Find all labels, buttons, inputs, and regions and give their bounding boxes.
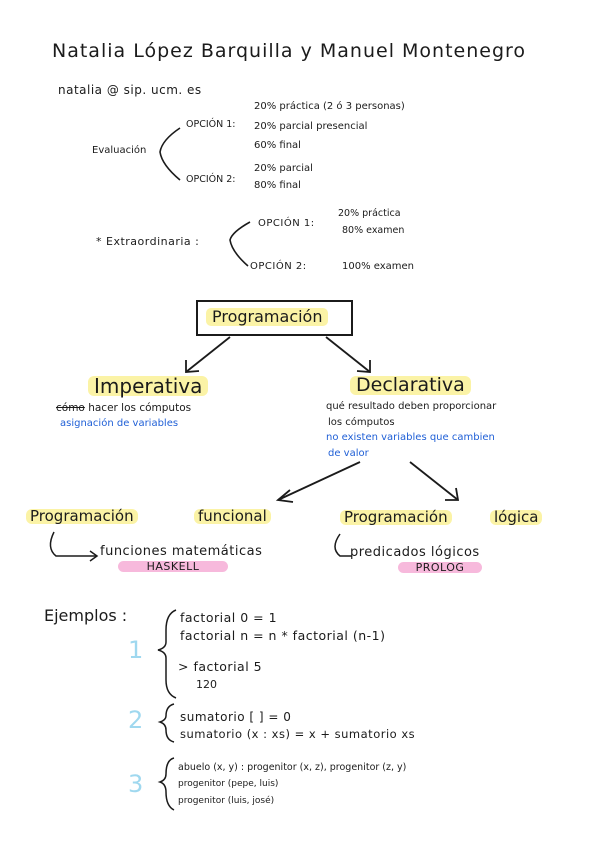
evaluacion-opcion1-label: OPCIÓN 1: (186, 119, 236, 130)
declarativa-desc-line1: qué resultado deben proporcionar (326, 401, 497, 412)
brace-ejemplo-2 (157, 703, 175, 743)
hook-arrowhead-funcional (89, 550, 99, 562)
arrow-declarativa (325, 336, 371, 373)
evaluacion-opcion2-item: 80% final (254, 180, 301, 191)
programacion-title: Programación (206, 308, 329, 326)
evaluacion-brace (159, 127, 181, 181)
arrowhead-funcional (275, 489, 294, 503)
ejemplo-2-number: 2 (128, 706, 144, 734)
ejemplo-1-line: factorial 0 = 1 (180, 610, 278, 625)
ejemplo-2-line: sumatorio (x : xs) = x + sumatorio xs (180, 727, 416, 741)
ejemplo-3-line: abuelo (x, y) : progenitor (x, z), proge… (178, 762, 407, 773)
email: natalia @ sip. ucm. es (58, 83, 202, 97)
arrow-funcional (277, 461, 361, 501)
haskell-label: HASKELL (118, 561, 228, 572)
ejemplo-1-line: > factorial 5 (178, 659, 263, 674)
ejemplo-3-line: progenitor (luis, josé) (178, 796, 275, 806)
arrowhead-logica (445, 487, 460, 501)
evaluacion-label: Evaluación (92, 145, 147, 156)
evaluacion-opcion1-item: 20% parcial presencial (254, 121, 368, 132)
arrow-logica (409, 461, 459, 501)
arrowhead-declarativa (356, 360, 371, 373)
ejemplo-1-line: factorial n = n * factorial (n-1) (180, 628, 386, 643)
ejemplo-3-line: progenitor (pepe, luis) (178, 779, 279, 789)
ejemplo-2-line: sumatorio [ ] = 0 (180, 710, 292, 724)
extraordinaria-opcion2-value: 100% examen (342, 261, 415, 272)
imperativa-title: Imperativa (88, 376, 209, 396)
imperativa-desc: cómo hacer los cómputos (56, 403, 191, 414)
arrowhead-imperativa (185, 360, 200, 373)
hook-arrow-funcional (49, 531, 96, 557)
programacion-box (196, 300, 353, 336)
logica-word1: Programación (340, 510, 452, 525)
extraordinaria-opcion1-item: 20% práctica (338, 208, 401, 219)
extraordinaria-brace (229, 221, 251, 267)
ejemplo-1-number: 1 (128, 636, 144, 664)
declarativa-title: Declarativa (350, 376, 471, 395)
evaluacion-opcion2-label: OPCIÓN 2: (186, 174, 236, 185)
imperativa-desc-rest: hacer los cómputos (88, 402, 192, 414)
hook-arrow-logica (334, 533, 352, 557)
declarativa-desc-line2: los cómputos (328, 417, 395, 428)
declarativa-blue-line2: de valor (328, 448, 369, 459)
evaluacion-opcion1-item: 20% práctica (2 ó 3 personas) (254, 101, 405, 112)
logica-desc: predicados lógicos (350, 545, 480, 560)
evaluacion-opcion1-item: 60% final (254, 140, 301, 151)
imperativa-blue-note: asignación de variables (60, 418, 179, 429)
arrow-imperativa (185, 336, 231, 373)
imperativa-desc-struck: cómo (56, 402, 85, 414)
extraordinaria-opcion1-item: 80% examen (342, 225, 405, 236)
evaluacion-opcion2-item: 20% parcial (254, 163, 313, 174)
declarativa-blue-line1: no existen variables que cambien (326, 432, 495, 443)
prolog-label: PROLOG (398, 562, 482, 573)
ejemplo-3-number: 3 (128, 770, 144, 798)
ejemplo-1-line: 120 (196, 678, 217, 691)
logica-word2: lógica (490, 510, 543, 525)
ejemplos-label: Ejemplos : (44, 606, 128, 625)
extraordinaria-opcion2-label: OPCIÓN 2: (250, 261, 307, 272)
funcional-word2: funcional (194, 509, 271, 524)
brace-ejemplo-1 (157, 609, 177, 699)
funcional-desc: funciones matemáticas (100, 544, 263, 559)
extraordinaria-label: * Extraordinaria : (96, 235, 200, 248)
funcional-word1: Programación (26, 509, 138, 524)
authors: Natalia López Barquilla y Manuel Montene… (52, 40, 527, 62)
extraordinaria-opcion1-label: OPCIÓN 1: (258, 218, 315, 229)
brace-ejemplo-3 (157, 757, 175, 811)
